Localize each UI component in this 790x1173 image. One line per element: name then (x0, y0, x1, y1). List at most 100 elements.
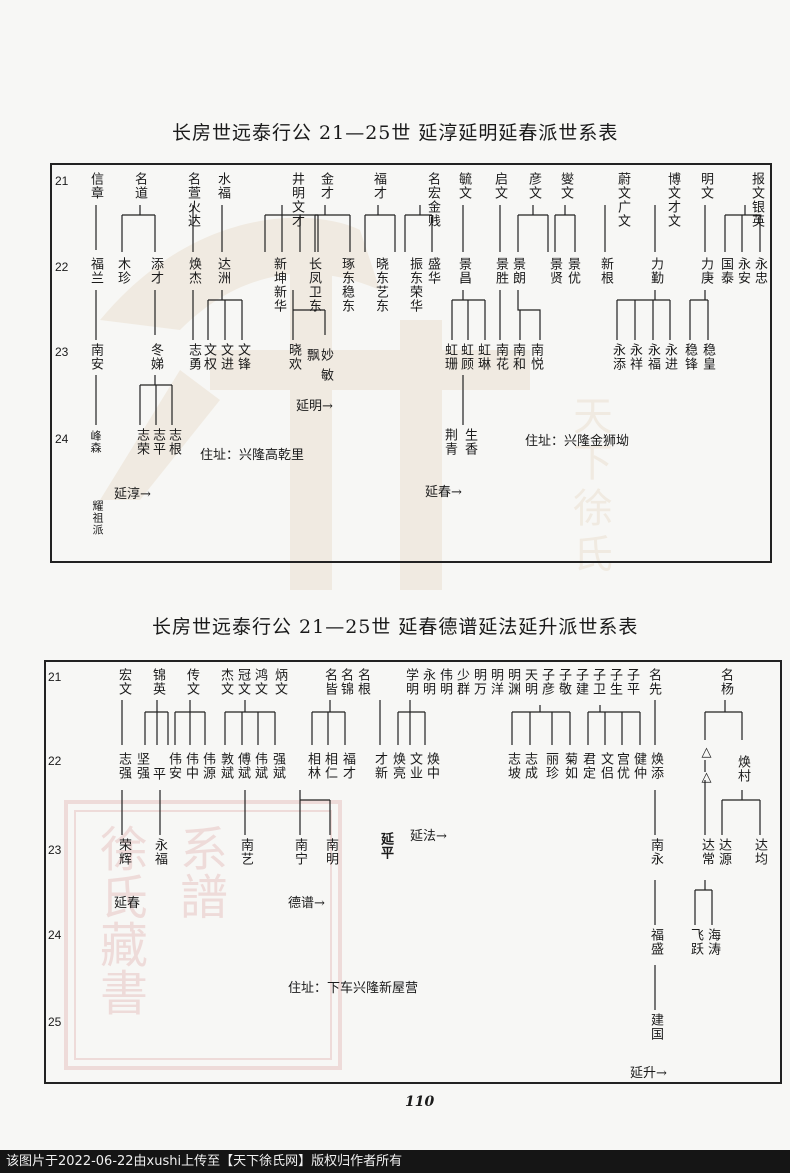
person-name: 伟源 (200, 752, 215, 780)
person-name: 福才 (340, 752, 355, 780)
person-name: 永祥 (627, 343, 642, 371)
person-name: 志强 (116, 752, 131, 780)
person-name: 建国 (648, 1013, 663, 1041)
person-name: 伟明 (437, 668, 452, 696)
branch-label: 延法→ (410, 829, 447, 844)
person-name: 永明 (420, 668, 435, 696)
person-name: 峰森 (89, 430, 102, 454)
person-name: 少群 (454, 668, 469, 696)
person-name: 虹顾 (458, 343, 473, 371)
person-name: 达常 (699, 838, 714, 866)
person-name: 毓文 (456, 172, 471, 200)
person-name: 琢东稳东 (339, 257, 354, 313)
person-name: 信章 (88, 172, 103, 200)
person-name: 景朗 (510, 257, 525, 285)
person-name: 福盛 (648, 928, 663, 956)
table1-title: 长房世远泰行公 21—25世 延淳延明延春派世系表 (172, 122, 619, 144)
person-name: 妙 (318, 348, 333, 362)
person-name: 焕添 (648, 752, 663, 780)
person-name: 南明 (323, 838, 338, 866)
person-name: 彦文 (526, 172, 541, 200)
person-name: 博文才文 (665, 172, 680, 228)
person-name: 鸿文 (252, 668, 267, 696)
person-name: 丽珍 (543, 752, 558, 780)
watermark-text: 天下徐氏 (566, 395, 612, 579)
person-name: 焕杰 (186, 257, 201, 285)
person-name: 永福 (152, 838, 167, 866)
address-note: 住址：兴隆金狮坳 (525, 434, 630, 449)
person-name: 相林 (305, 752, 320, 780)
person-name: 延平 (378, 832, 393, 860)
person-name: △ (699, 745, 714, 761)
person-name: 国泰 (718, 257, 733, 285)
person-name: 福才 (371, 172, 386, 200)
person-name: 明洋 (488, 668, 503, 696)
person-name: 南花 (493, 343, 508, 371)
person-name: 名杨 (718, 668, 733, 696)
person-name: 永添 (610, 343, 625, 371)
person-name: 添才 (148, 257, 163, 285)
person-name: 飞跃 (688, 928, 703, 956)
person-name: 景优 (565, 257, 580, 285)
person-name: 明万 (471, 668, 486, 696)
gen-label: 25 (48, 1015, 62, 1029)
gen-label: 22 (55, 260, 69, 274)
person-name: 南安 (88, 343, 103, 371)
gen-label: 21 (48, 670, 62, 684)
person-name: 福兰 (88, 257, 103, 285)
person-name: 傅斌 (235, 752, 250, 780)
person-name: 杰文 (218, 668, 233, 696)
person-name: 锦英 (150, 668, 165, 696)
person-name: 虹琳 (475, 343, 490, 371)
person-name: 志荣 (134, 428, 149, 456)
person-name: 炳文 (272, 668, 287, 696)
person-name: 焕中 (424, 752, 439, 780)
table2-title: 长房世远泰行公 21—25世 延春德谱延法延升派世系表 (152, 616, 639, 638)
person-name: 名道 (132, 172, 147, 200)
person-name: 文锋 (235, 343, 250, 371)
person-name: 志坡 (505, 752, 520, 780)
person-name: 南永 (648, 838, 663, 866)
person-name: 学明 (403, 668, 418, 696)
person-name: 天明 (522, 668, 537, 696)
person-name: 志平 (150, 428, 165, 456)
person-name: 海涛 (705, 928, 720, 956)
person-name: 焕村 (735, 755, 750, 783)
table1-frame (50, 163, 772, 563)
person-name: 达洲 (215, 257, 230, 285)
branch-label: 延春→ (425, 485, 462, 500)
person-name: 永福 (645, 343, 660, 371)
person-name: 盛华 (425, 257, 440, 285)
branch-label: 德谱→ (288, 896, 325, 911)
copyright-footer: 该图片于2022-06-22由xushi上传至【天下徐氏网】版权归作者所有 (0, 1150, 790, 1173)
person-name: 宫优 (614, 752, 629, 780)
person-name: 冠文 (235, 668, 250, 696)
person-name: 菊如 (562, 752, 577, 780)
person-name: 伟中 (183, 752, 198, 780)
person-name: 启文 (492, 172, 507, 200)
person-name: 永忠 (752, 257, 767, 285)
person-name: △ (699, 770, 714, 786)
person-name: 强斌 (270, 752, 285, 780)
person-name: 水福 (215, 172, 230, 200)
person-name: 蔚文广文 (615, 172, 630, 228)
person-name: 名皆 (322, 668, 337, 696)
person-name: 宏文 (116, 668, 131, 696)
person-name: 才新 (372, 752, 387, 780)
person-name: 长凤卫东 (306, 257, 321, 313)
person-name: 名根 (355, 668, 370, 696)
person-name: 名萱火达 (185, 172, 200, 228)
person-name: 稳皇 (700, 343, 715, 371)
person-name: 子建 (573, 668, 588, 696)
person-name: 志根 (166, 428, 181, 456)
person-name: 文侣 (598, 752, 613, 780)
person-name: 达均 (752, 838, 767, 866)
person-name: 景昌 (456, 257, 471, 285)
person-name: 君定 (580, 752, 595, 780)
branch-label: 延升→ (630, 1066, 667, 1081)
person-name: 文业 (407, 752, 422, 780)
person-name: 稳锋 (682, 343, 697, 371)
person-name: 晓欢 (286, 343, 301, 371)
gen-label: 21 (55, 174, 69, 188)
